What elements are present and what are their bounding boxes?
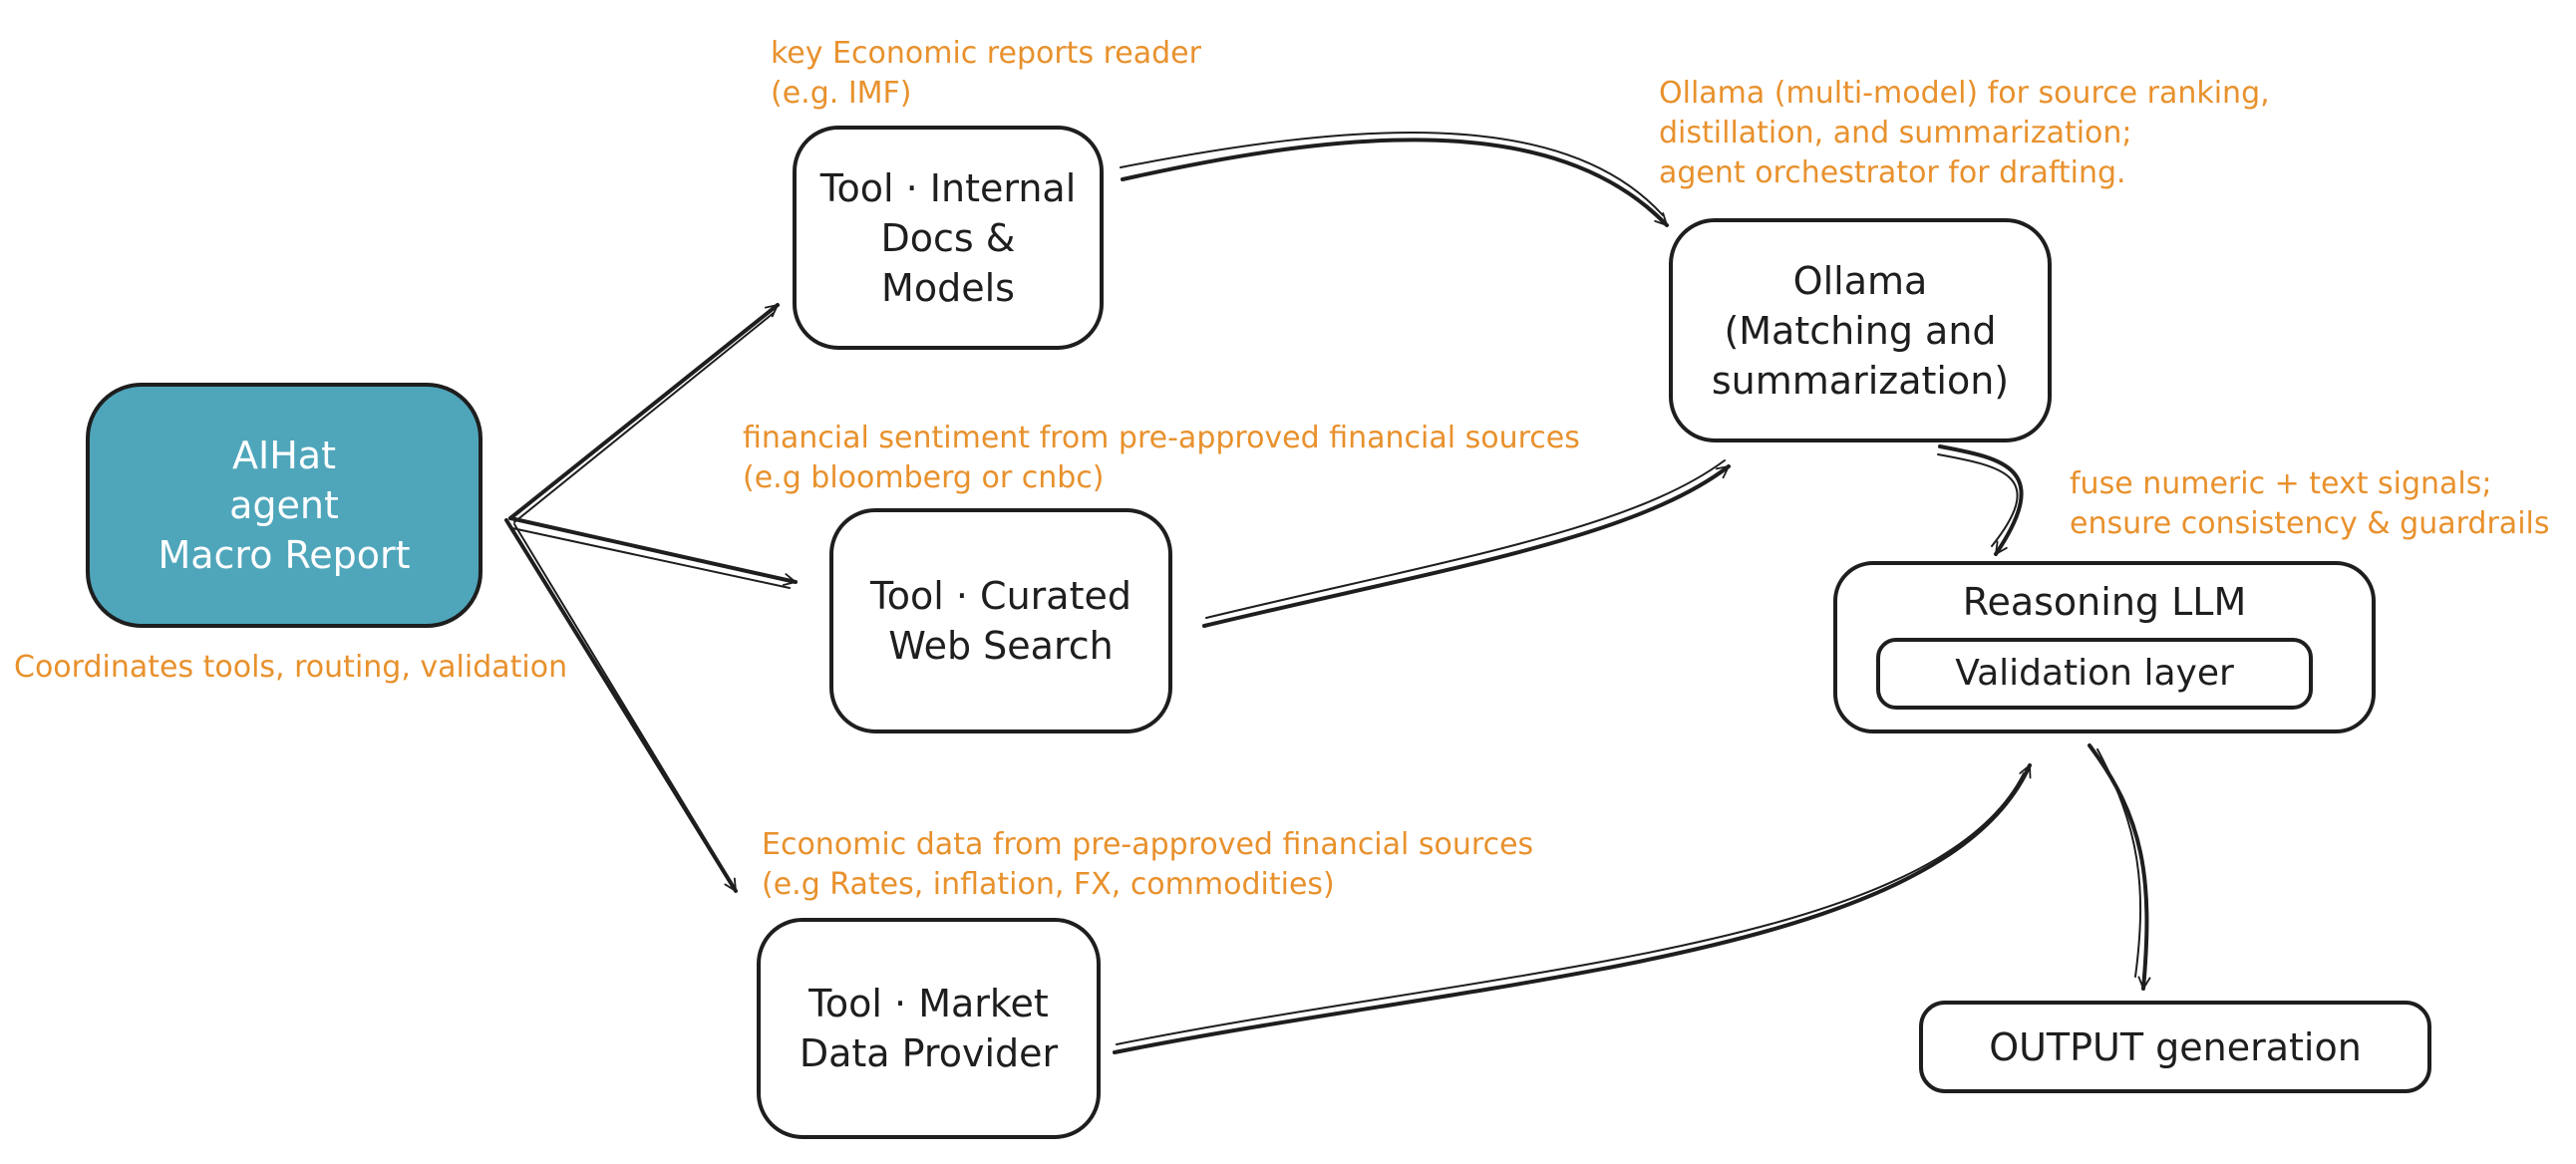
- web-search-node[interactable]: Tool · Curated Web Search: [829, 508, 1172, 733]
- output-generation-node[interactable]: OUTPUT generation: [1919, 1001, 2431, 1093]
- reasoning-note: fuse numeric + text signals; ensure cons…: [2070, 466, 2550, 541]
- market-data-node[interactable]: Tool · Market Data Provider: [757, 918, 1101, 1139]
- ollama-node[interactable]: Ollama (Matching and summarization): [1669, 218, 2052, 442]
- edge-market-data-to-reasoning-sketch: [1116, 772, 2025, 1045]
- edge-agent-to-internal-docs-sketch: [513, 312, 775, 523]
- market-data-note: Economic data from pre-approved financia…: [762, 827, 1534, 902]
- edge-ollama-to-reasoning: [1938, 444, 2024, 556]
- edge-web-search-to-ollama: [1202, 464, 1731, 628]
- edge-agent-to-web-search-sketch: [511, 527, 791, 589]
- web-search-note: financial sentiment from pre-approved fi…: [743, 421, 1580, 495]
- edge-reasoning-to-output-sketch: [2096, 748, 2142, 978]
- edge-agent-to-market-data-sketch: [513, 523, 733, 884]
- edge-internal-docs-to-ollama: [1121, 138, 1669, 227]
- agent-note: Coordinates tools, routing, validation: [14, 650, 568, 685]
- market-data-node-label: Tool · Market Data Provider: [799, 982, 1059, 1075]
- internal-docs-note: key Economic reports reader (e.g. IMF): [771, 36, 1201, 111]
- edge-reasoning-to-output: [2088, 743, 2146, 989]
- edge-web-search-to-ollama-sketch: [1205, 459, 1726, 619]
- edge-agent-to-internal-docs: [508, 303, 780, 520]
- agent-node[interactable]: AIHat agent Macro Report: [86, 383, 483, 628]
- edge-ollama-to-reasoning-sketch: [1937, 453, 2019, 547]
- validation-layer-node[interactable]: Validation layer: [1876, 638, 2313, 710]
- edge-agent-to-web-search: [508, 516, 798, 582]
- edge-agent-to-market-data: [504, 518, 738, 893]
- internal-docs-node[interactable]: Tool · Internal Docs & Models: [793, 126, 1104, 350]
- validation-layer-label: Validation layer: [1955, 653, 2234, 694]
- reasoning-llm-node[interactable]: Reasoning LLM Validation layer: [1833, 561, 2376, 733]
- edge-internal-docs-to-ollama-sketch: [1120, 132, 1664, 216]
- edge-market-data-to-reasoning: [1113, 763, 2032, 1054]
- reasoning-llm-label: Reasoning LLM: [1962, 580, 2247, 624]
- agent-node-label: AIHat agent Macro Report: [158, 434, 411, 577]
- output-generation-label: OUTPUT generation: [1989, 1024, 2362, 1069]
- internal-docs-node-label: Tool · Internal Docs & Models: [819, 165, 1077, 310]
- ollama-node-label: Ollama (Matching and summarization): [1711, 258, 2010, 403]
- web-search-node-label: Tool · Curated Web Search: [870, 574, 1131, 668]
- ollama-note: Ollama (multi-model) for source ranking,…: [1659, 76, 2270, 190]
